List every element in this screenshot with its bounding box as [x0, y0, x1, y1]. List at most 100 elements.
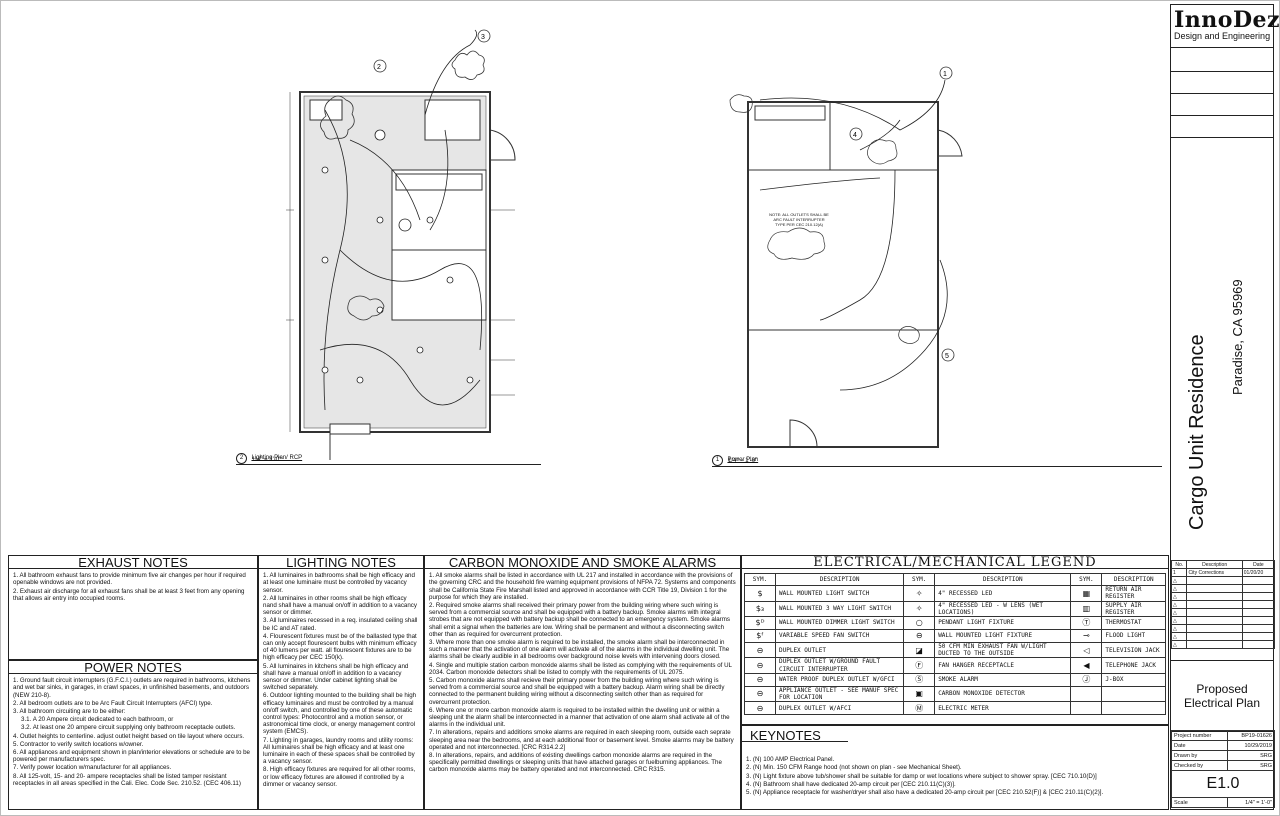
callout-4: 4 — [853, 132, 857, 139]
power-plan-scale: 1/4" = 1'-0" — [728, 458, 758, 464]
legend-symbol: ⊸ — [1070, 629, 1103, 644]
co-note: 4. Single and multiple station carbon mo… — [429, 661, 732, 676]
co-smoke-notes: CARBON MONOXIDE AND SMOKE ALARMS 1. All … — [424, 555, 741, 810]
sheet-title: Proposed Electrical Plan — [1171, 660, 1273, 732]
keynotes: KEYNOTES 1. (N) 100 AMP Electrical Panel… — [741, 725, 1169, 810]
legend-description: CARBON MONOXIDE DETECTOR — [934, 685, 1072, 703]
lighting-note: 4. Flourescent fixtures must be of the b… — [263, 632, 417, 662]
power-plan-drawing: 1 4 5 — [729, 66, 963, 448]
power-plan-label: 1 Power Plan — [712, 448, 1162, 467]
legend-symbol: ▥ — [1070, 600, 1103, 618]
project-number: BP19-01626 — [1226, 730, 1276, 741]
legend-description: PENDANT LIGHT FIXTURE — [934, 616, 1072, 631]
electrical-legend: ELECTRICAL/MECHANICAL LEGEND SYM. DESCRI… — [741, 555, 1169, 725]
company-tagline: Design and Engineering — [1174, 31, 1271, 41]
legend-symbol: ⊖ — [903, 629, 936, 644]
legend-description: WATER PROOF DUPLEX OUTLET W/GFCI — [774, 672, 905, 687]
power-plan-number: 1 — [712, 455, 723, 466]
lighting-plan-title: Lighting Plan/ RCP — [251, 455, 303, 461]
project-date: 10/29/2019 — [1226, 740, 1276, 751]
keynote: 5. (N) Appliance receptacle for washer/d… — [746, 789, 1104, 797]
revision-header: No. — [1170, 560, 1188, 569]
legend-symbol: $ᶠ — [744, 629, 776, 644]
legend-description: DUPLEX OUTLET W/GROUND FAULT CIRCUIT INT… — [774, 657, 905, 674]
lighting-note: 8. High efficacy fixtures are required f… — [263, 766, 416, 788]
legend-description: DUPLEX OUTLET — [774, 642, 905, 659]
callout-2: 2 — [377, 64, 381, 71]
legend-description: WALL MOUNTED 3 WAY LIGHT SWITCH — [774, 600, 905, 618]
legend-description: ELECTRIC METER — [934, 701, 1072, 716]
lighting-note: 7. Lighting in garages, laundry rooms an… — [263, 736, 415, 766]
legend-header: DESCRIPTION — [1101, 573, 1166, 587]
legend-symbol: ◀ — [1070, 657, 1103, 674]
project-location: Paradise, CA 95969 — [1230, 279, 1245, 395]
power-note: 3.1. A 20 Ampere circuit dedicated to ea… — [21, 716, 174, 724]
keynote: 2. (N) Min. 150 CFM Range hood (not show… — [746, 764, 962, 772]
lighting-notes: LIGHTING NOTES 1. All luminaires in bath… — [258, 555, 424, 810]
co-note: 7. In alterations, repairs and additions… — [429, 729, 734, 751]
power-note: 5. Contractor to verify switch locations… — [13, 740, 144, 748]
legend-title: ELECTRICAL/MECHANICAL LEGEND — [742, 556, 1168, 570]
project-name-box: Cargo Unit Residence Paradise, CA 95969 — [1178, 190, 1264, 555]
legend-symbol: ○ — [903, 616, 936, 631]
legend-symbol: ⊖ — [744, 685, 776, 703]
revision-desc: City Corrections — [1186, 568, 1243, 577]
legend-header: DESCRIPTION — [774, 573, 905, 587]
legend-symbol: ✧ — [903, 585, 936, 602]
legend-symbol: Ⓙ — [1070, 672, 1103, 687]
legend-symbol — [1070, 685, 1103, 703]
exhaust-note: 1. All bathroom exhaust fans to provide … — [13, 572, 246, 587]
legend-description: WALL MOUNTED LIGHT FIXTURE — [934, 629, 1072, 644]
power-note: 3.2. At least one 20 ampere circuit supp… — [21, 724, 236, 732]
legend-symbol: $ᴰ — [744, 616, 776, 631]
callout-3: 3 — [481, 34, 485, 41]
legend-symbol: $ — [744, 585, 776, 602]
exhaust-note: 2. Exhaust air discharge for all exhaust… — [13, 587, 245, 602]
lighting-note: 2. All luminaires in other rooms shall b… — [263, 594, 417, 617]
legend-header: SYM. — [744, 573, 776, 587]
co-notes-title: CARBON MONOXIDE AND SMOKE ALARMS — [425, 556, 740, 570]
lighting-note: 5. All luminaires in kitchens shall be h… — [263, 662, 409, 692]
legend-description: RETURN AIR REGISTER — [1101, 585, 1166, 602]
legend-header: DESCRIPTION — [934, 573, 1072, 587]
company-logo: InnoDez — [1174, 7, 1280, 33]
legend-description — [1101, 701, 1166, 716]
power-note: 6. All appliances and equipment shown in… — [13, 749, 250, 764]
power-note: 3. All bathroom circuiting are to be eit… — [13, 708, 126, 716]
co-note: 6. Where one or more carbon monoxide ala… — [429, 706, 730, 729]
lighting-note: 1. All luminaires in bathrooms shall be … — [263, 572, 415, 594]
info-label: Drawn by — [1171, 750, 1228, 761]
lighting-plan-drawing: 2 3 — [286, 29, 516, 460]
legend-row: ⊖APPLIANCE OUTLET - SEE MANUF SPEC FOR L… — [744, 685, 1166, 703]
drawn-by: SRG — [1226, 750, 1276, 761]
legend-description: VARIABLE SPEED FAN SWITCH — [774, 629, 905, 644]
legend-description: WALL MOUNTED LIGHT SWITCH — [774, 585, 905, 602]
revision-header: Description — [1186, 560, 1243, 569]
legend-symbol: ◪ — [903, 642, 936, 659]
callout-1: 1 — [943, 71, 947, 78]
sheet-scale: 1/4" = 1'-0" — [1226, 797, 1276, 808]
cloud-note: NOTE: ALL OUTLETS SHALL BE ARC FAULT INT… — [769, 212, 829, 227]
legend-description: TELEPHONE JACK — [1101, 657, 1166, 674]
keynote: 3. (N) Light fixture above tub/shower sh… — [746, 772, 1097, 780]
legend-row: ⊖DUPLEX OUTLET◪50 CFM MIN EXHAUST FAN W/… — [744, 642, 1166, 659]
power-note: 2. All bedroom outlets are to be Arc Fau… — [13, 699, 213, 707]
legend-description: FAN HANGER RECEPTACLE — [934, 657, 1072, 674]
checked-by: SRG — [1226, 760, 1276, 771]
legend-header: SYM. — [1070, 573, 1103, 587]
legend-symbol: Ⓣ — [1070, 616, 1103, 631]
keynotes-title: KEYNOTES — [742, 726, 848, 743]
revision-table: No. Description Date 1 City Corrections … — [1170, 560, 1276, 649]
legend-description: J-BOX — [1101, 672, 1166, 687]
legend-symbol: ◁ — [1070, 642, 1103, 659]
legend-description: APPLIANCE OUTLET - SEE MANUF SPEC FOR LO… — [774, 685, 905, 703]
legend-symbol: $₃ — [744, 600, 776, 618]
co-note: 3. Where more than one smoke alarm is re… — [429, 639, 730, 661]
legend-symbol: ✧ — [903, 600, 936, 618]
legend-description: SUPPLY AIR REGISTER — [1101, 600, 1166, 618]
